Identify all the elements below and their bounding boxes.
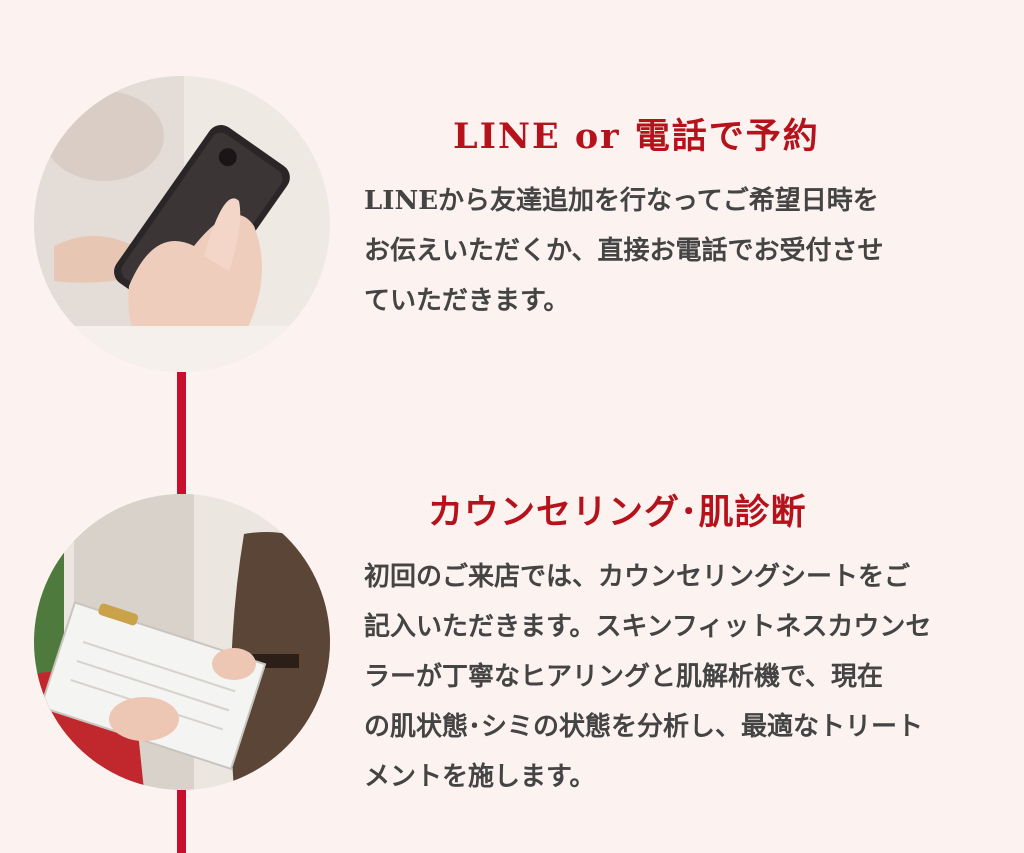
clipboard-counseling-illustration bbox=[34, 494, 330, 790]
hand-holding-phone-illustration bbox=[34, 76, 330, 372]
step-title: LINE or 電話で予約 bbox=[453, 116, 820, 157]
counseling-photo bbox=[34, 494, 330, 790]
step-description: LINEから友達追加を行なってご希望日時を お伝えいただくか、直接お電話でお受付… bbox=[364, 186, 884, 316]
step-title: カウンセリング･肌診断 bbox=[428, 492, 807, 533]
smartphone-photo bbox=[34, 76, 330, 372]
step-description: 初回のご来店では、カウンセリングシートをご 記入いただきます。スキンフィットネス… bbox=[364, 562, 932, 792]
